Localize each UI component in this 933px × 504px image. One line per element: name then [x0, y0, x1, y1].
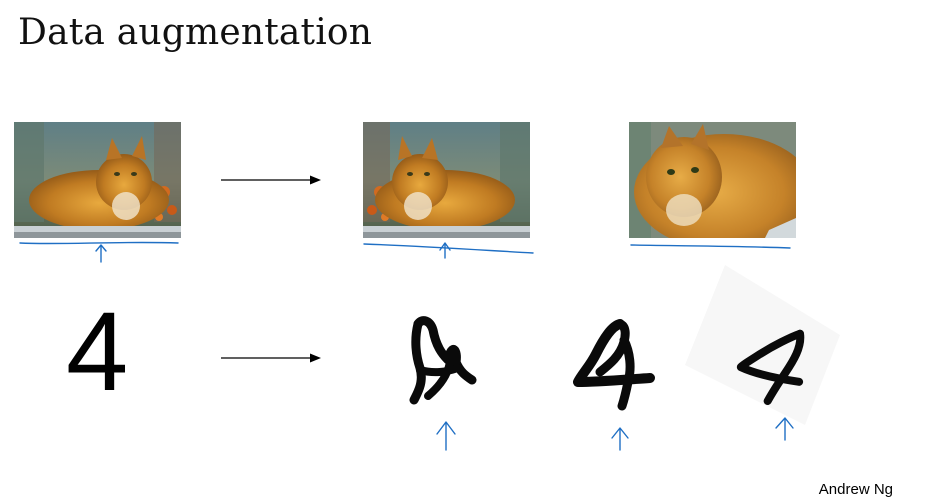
cat-photo-cropped	[629, 122, 796, 238]
footer-author: Andrew Ng	[818, 481, 893, 498]
digit-rotated	[685, 265, 840, 425]
digit-distorted-1	[409, 316, 477, 405]
digit-distorted-2	[573, 319, 655, 411]
arrow-digit	[221, 353, 321, 363]
digit-original: 4	[66, 289, 129, 414]
arrow-cat	[221, 175, 321, 185]
cat-photo-flipped	[363, 122, 530, 238]
slide-title: Data augmentation	[18, 12, 373, 53]
cat-photo-original	[14, 122, 181, 238]
